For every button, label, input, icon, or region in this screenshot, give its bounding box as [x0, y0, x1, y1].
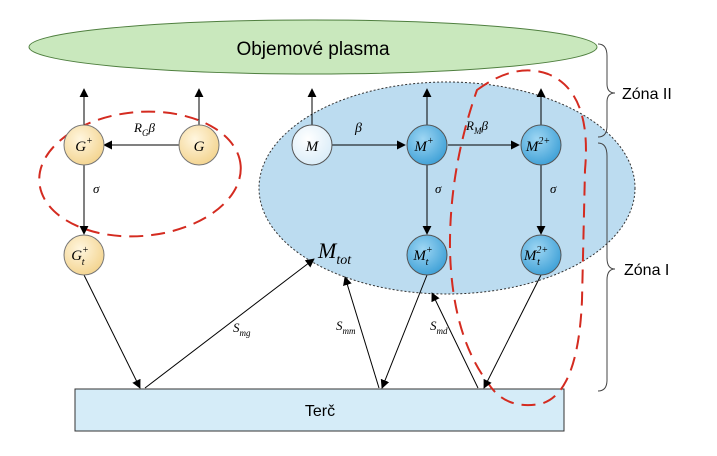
node-m-t-plus-sup: + — [426, 245, 433, 256]
node-m-t-plus-base: M — [412, 248, 427, 264]
rg-beta-sub: G — [142, 128, 149, 138]
node-g-plus — [63, 124, 105, 166]
svg-text:RMβ: RMβ — [465, 118, 488, 136]
beta-label: β — [354, 121, 362, 136]
s-mm-sub: mm — [343, 326, 356, 336]
node-g-plus-sup: + — [86, 136, 93, 147]
rg-beta-base: R — [133, 120, 142, 135]
node-m-label: M — [305, 139, 320, 155]
arrow-target-to-mtot-smm — [343, 276, 380, 389]
sigma-label-m2plus: σ — [550, 181, 557, 196]
zone-2-brace — [597, 43, 616, 138]
svg-text:M+: M+ — [413, 136, 433, 155]
svg-text:Smd: Smd — [430, 318, 448, 336]
svg-text:Mtot: Mtot — [317, 238, 352, 268]
svg-text:Smg: Smg — [233, 320, 251, 338]
sigma-label-mplus: σ — [435, 181, 442, 196]
node-m-2plus-sup: 2+ — [538, 136, 550, 147]
node-g-plus-base: G — [75, 139, 86, 155]
node-m-t-plus — [406, 234, 448, 276]
svg-text:M2+t: M2+t — [523, 245, 548, 268]
s-md-base: S — [430, 318, 437, 333]
svg-text:M2+: M2+ — [525, 136, 550, 155]
svg-text:RGβ: RGβ — [133, 120, 155, 138]
node-g-t-plus-base: G — [71, 248, 82, 264]
node-g-t-plus-sub: t — [82, 257, 85, 268]
arrow-mt-to-target — [380, 274, 428, 389]
gas-loop-dashed — [38, 110, 242, 238]
node-m-t-2plus-base: M — [523, 248, 538, 264]
target-rect — [74, 388, 565, 432]
zone-2-label: Zóna II — [622, 86, 672, 103]
bulk-plasma-label: Objemové plasma — [236, 39, 390, 60]
svg-text:Smm: Smm — [336, 318, 356, 336]
rm-beta-tail: β — [480, 118, 488, 133]
s-md-sub: md — [437, 326, 448, 336]
arrow-mt2-to-target — [483, 274, 542, 389]
sigma-label-g: σ — [93, 181, 100, 196]
s-mg-base: S — [233, 320, 240, 335]
node-m-t-2plus — [520, 234, 562, 276]
zone-1-label: Zóna I — [624, 262, 669, 279]
zone-1-ellipse — [258, 81, 636, 295]
node-g-t-plus-sup: + — [82, 245, 89, 256]
node-m-t-2plus-sup: 2+ — [536, 245, 548, 256]
m-tot-sub: tot — [336, 253, 352, 268]
target-label: Terč — [305, 403, 335, 420]
node-m-2plus-base: M — [525, 139, 540, 155]
m-tot-base: M — [317, 238, 338, 263]
zone-1-brace — [597, 142, 616, 392]
node-m-plus-sup: + — [427, 136, 434, 147]
rg-beta-tail: β — [147, 120, 155, 135]
rm-beta-base: R — [465, 118, 474, 133]
svg-text:G+t: G+t — [71, 245, 89, 268]
s-mg-sub: mg — [240, 328, 251, 338]
node-g-label: G — [194, 139, 205, 155]
svg-text:G+: G+ — [75, 136, 93, 155]
rm-beta-sub: M — [473, 126, 482, 136]
node-m-plus — [406, 124, 448, 166]
svg-text:M+t: M+t — [412, 245, 432, 268]
node-m-2plus — [520, 124, 562, 166]
arrow-target-to-mtot-smg — [144, 258, 315, 389]
node-g-t-plus — [63, 234, 105, 276]
arrow-gt-to-target — [83, 274, 141, 389]
node-m-plus-base: M — [413, 139, 428, 155]
bulk-plasma-ellipse — [28, 19, 598, 75]
node-m-t-plus-sub: t — [426, 257, 429, 268]
arrow-target-to-mplus-smd — [431, 292, 479, 389]
node-m-t-2plus-sub: t — [537, 257, 540, 268]
metal-loop-dashed — [448, 69, 587, 406]
s-mm-base: S — [336, 318, 343, 333]
node-g — [178, 124, 220, 166]
node-m — [291, 124, 333, 166]
